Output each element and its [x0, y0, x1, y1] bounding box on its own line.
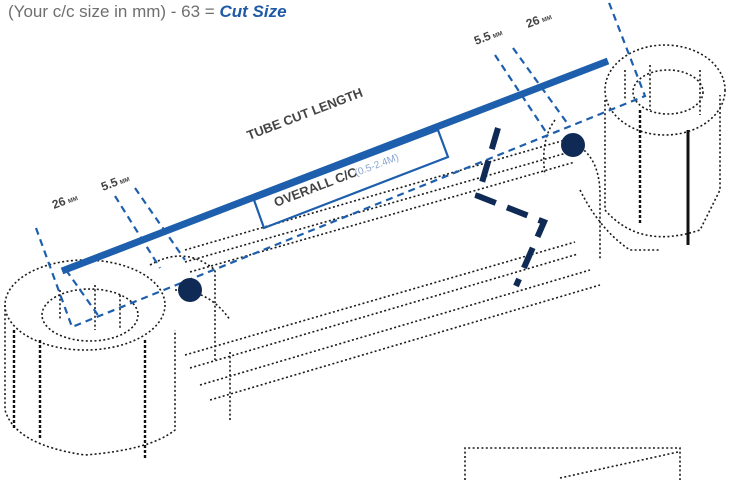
left-26-unit: MM [68, 196, 79, 205]
tube-bottom-edge-2 [189, 253, 579, 369]
left-55-unit: MM [119, 177, 130, 186]
left-elbow [149, 255, 216, 360]
tube-cut-bounds [34, 0, 647, 329]
left-fitting-top [4, 259, 166, 351]
right-elbow [564, 139, 601, 260]
left-26-value: 26 [50, 194, 68, 212]
right-fitting-inner [632, 69, 704, 115]
tube-top-edge [184, 139, 566, 251]
left-fitting-body [4, 305, 176, 456]
tube-top-edge-2 [184, 151, 571, 263]
left-55-divider-b [134, 187, 186, 261]
right-26-unit: MM [542, 15, 553, 24]
left-26-divider [65, 269, 101, 319]
left-fitting-inner [41, 288, 139, 342]
right-26-label: 26 MM [524, 13, 553, 31]
tube-top-edge-3 [189, 161, 576, 273]
right-center-marker [561, 133, 585, 157]
inset-box-line [559, 451, 679, 479]
right-fitting-details [624, 65, 701, 115]
left-fitting-details [59, 285, 121, 330]
right-fitting-top [604, 44, 726, 136]
right-elbow-inner [542, 119, 556, 176]
right-fitting-body [604, 95, 721, 238]
overall-cc-box [252, 128, 450, 230]
cut-size-formula: (Your c/c size in mm) - 63 = Cut Size [8, 2, 287, 22]
right-55-unit: MM [492, 31, 503, 40]
left-55-label: 5.5 MM [99, 175, 131, 194]
bend-indicator [474, 127, 548, 288]
dimension-overlay [34, 0, 647, 329]
tube-bottom-edge-4 [209, 284, 601, 401]
left-55-divider-a [114, 195, 161, 269]
left-center-marker [178, 278, 202, 302]
formula-result: Cut Size [219, 2, 287, 21]
right-fitting-base [579, 189, 660, 251]
left-55-value: 5.5 [99, 175, 120, 194]
formula-prefix: (Your c/c size in mm) - 63 = [8, 2, 220, 21]
right-55-label: 5.5 MM [472, 29, 504, 48]
right-55-value: 5.5 [472, 29, 493, 48]
left-26-label: 26 MM [50, 194, 79, 212]
tube-bottom-edge [184, 241, 576, 356]
tube-bottom-edge-3 [199, 269, 591, 386]
right-55-divider-b [512, 47, 571, 128]
tube-cut-length-label: TUBE CUT LENGTH [245, 85, 365, 143]
right-26-value: 26 [524, 13, 542, 31]
right-55-divider-a [494, 54, 549, 136]
inset-box [464, 447, 681, 480]
pipe-sketch [4, 44, 726, 480]
tube-cut-length-bar [60, 57, 610, 275]
